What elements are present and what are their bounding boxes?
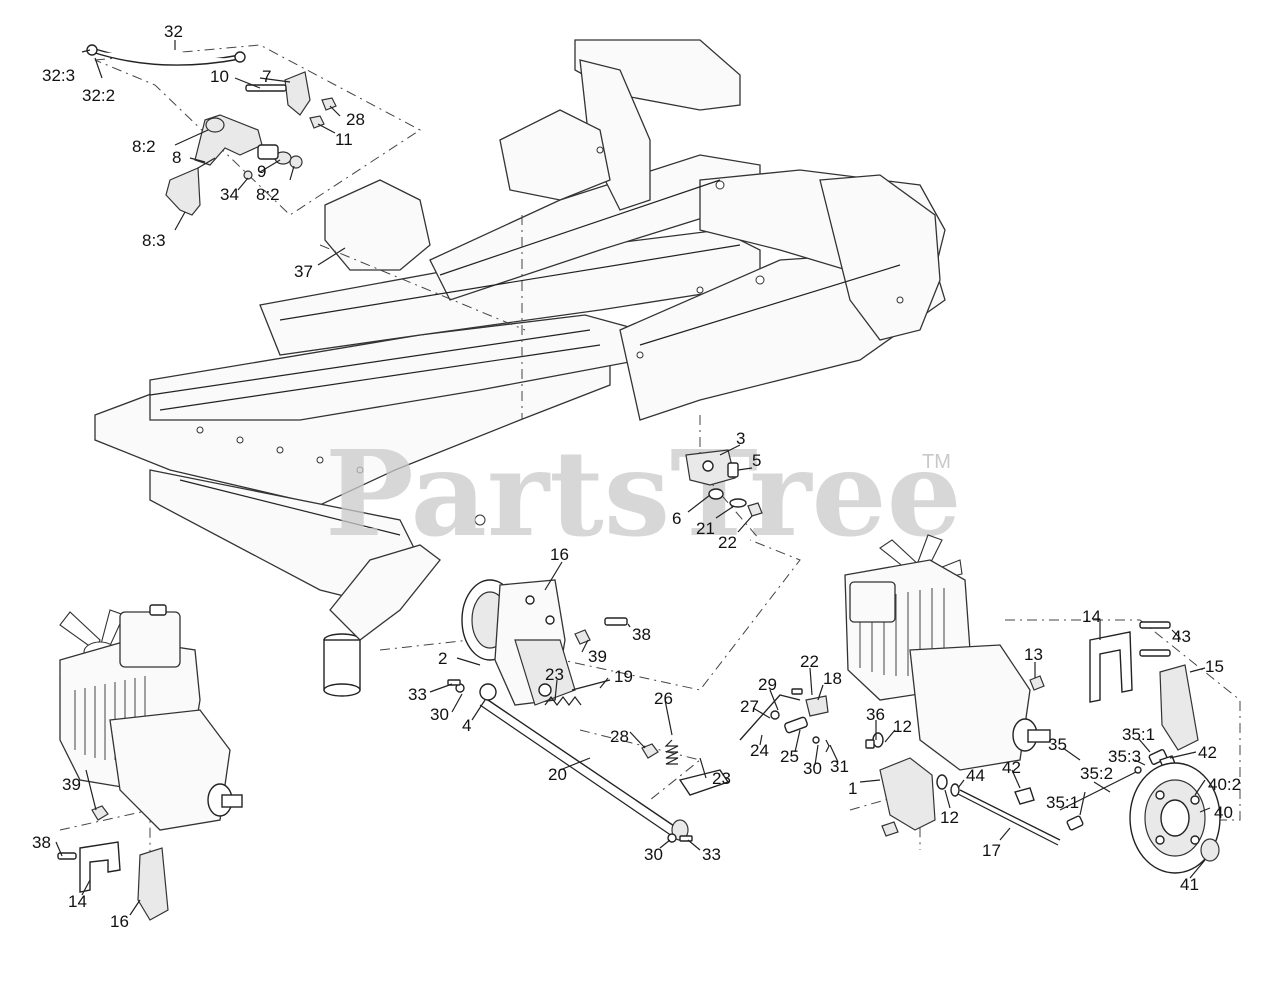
- callout-16a: 16: [550, 545, 569, 564]
- callout-21: 21: [696, 519, 715, 538]
- callout-30a: 30: [430, 705, 449, 724]
- callout-30b: 30: [644, 845, 663, 864]
- callout-30c: 30: [803, 759, 822, 778]
- callout-42b: 42: [1002, 758, 1021, 777]
- callout-44: 44: [966, 766, 985, 785]
- callout-32: 32: [164, 22, 183, 41]
- callout-9: 9: [257, 162, 266, 181]
- callout-1: 1: [848, 779, 857, 798]
- callout-12a: 12: [893, 717, 912, 736]
- callout-22b: 22: [800, 652, 819, 671]
- callout-39a: 39: [588, 647, 607, 666]
- callout-35: 35: [1048, 735, 1067, 754]
- right-hydro-transmission: [844, 534, 1221, 874]
- callout-8-3: 8:3: [142, 231, 166, 250]
- left-hydro-transmission: [57, 604, 243, 921]
- center-pump-assembly: [447, 579, 730, 843]
- callout-3: 3: [736, 429, 745, 448]
- callout-8-2a: 8:2: [132, 137, 156, 156]
- callout-10: 10: [210, 67, 229, 86]
- callout-4: 4: [462, 716, 471, 735]
- callout-41: 41: [1180, 875, 1199, 894]
- callout-14a: 14: [1082, 607, 1101, 626]
- callout-22a: 22: [718, 533, 737, 552]
- callout-39b: 39: [62, 775, 81, 794]
- callout-17: 17: [982, 841, 1001, 860]
- callout-8-2b: 8:2: [256, 185, 280, 204]
- callout-13: 13: [1024, 645, 1043, 664]
- callout-24: 24: [750, 741, 769, 760]
- callout-40-2: 40:2: [1208, 775, 1241, 794]
- callout-8: 8: [172, 148, 181, 167]
- reference-lines: [59, 44, 1241, 880]
- callout-40: 40: [1214, 803, 1233, 822]
- callout-5: 5: [752, 451, 761, 470]
- callout-25: 25: [780, 747, 799, 766]
- leader-lines: [55, 40, 1211, 916]
- callout-12b: 12: [940, 808, 959, 827]
- callout-28a: 28: [346, 110, 365, 129]
- callout-33a: 33: [408, 685, 427, 704]
- callout-7: 7: [262, 67, 271, 86]
- callout-23a: 23: [545, 665, 564, 684]
- callout-20: 20: [548, 765, 567, 784]
- callout-23b: 23: [712, 769, 731, 788]
- callout-33b: 33: [702, 845, 721, 864]
- callout-38b: 38: [32, 833, 51, 852]
- chassis-frame: [94, 39, 946, 697]
- callout-37: 37: [294, 262, 313, 281]
- callout-15: 15: [1205, 657, 1224, 676]
- watermark-tm: TM: [922, 451, 951, 473]
- callout-2: 2: [438, 649, 447, 668]
- callout-35-2: 35:2: [1080, 764, 1113, 783]
- callout-16b: 16: [110, 912, 129, 931]
- bracket-cluster: [685, 449, 763, 517]
- callout-32-3: 32:3: [42, 66, 75, 85]
- callout-19: 19: [614, 667, 633, 686]
- control-lever-assembly: [86, 44, 337, 216]
- callout-35-3: 35:3: [1108, 747, 1141, 766]
- callout-27: 27: [740, 697, 759, 716]
- callout-38a: 38: [632, 625, 651, 644]
- callout-18: 18: [823, 669, 842, 688]
- callout-42a: 42: [1198, 743, 1217, 762]
- callout-6: 6: [672, 509, 681, 528]
- callout-31: 31: [830, 757, 849, 776]
- callout-36: 36: [866, 705, 885, 724]
- callout-35-1a: 35:1: [1122, 725, 1155, 744]
- callout-43: 43: [1172, 627, 1191, 646]
- callout-26: 26: [654, 689, 673, 708]
- callout-14b: 14: [68, 892, 87, 911]
- callout-29: 29: [758, 675, 777, 694]
- callout-28b: 28: [610, 727, 629, 746]
- callout-11: 11: [335, 130, 353, 149]
- watermark: PartsTree TM: [325, 424, 962, 563]
- watermark-brand: PartsTree: [325, 424, 962, 563]
- callout-35-1b: 35:1: [1046, 793, 1079, 812]
- callout-32-2: 32:2: [82, 86, 115, 105]
- callout-labels: 32 32:3 32:2 10 7 28 11 8:2 8 9 34 8:2 8…: [32, 22, 1241, 931]
- callout-34: 34: [220, 185, 239, 204]
